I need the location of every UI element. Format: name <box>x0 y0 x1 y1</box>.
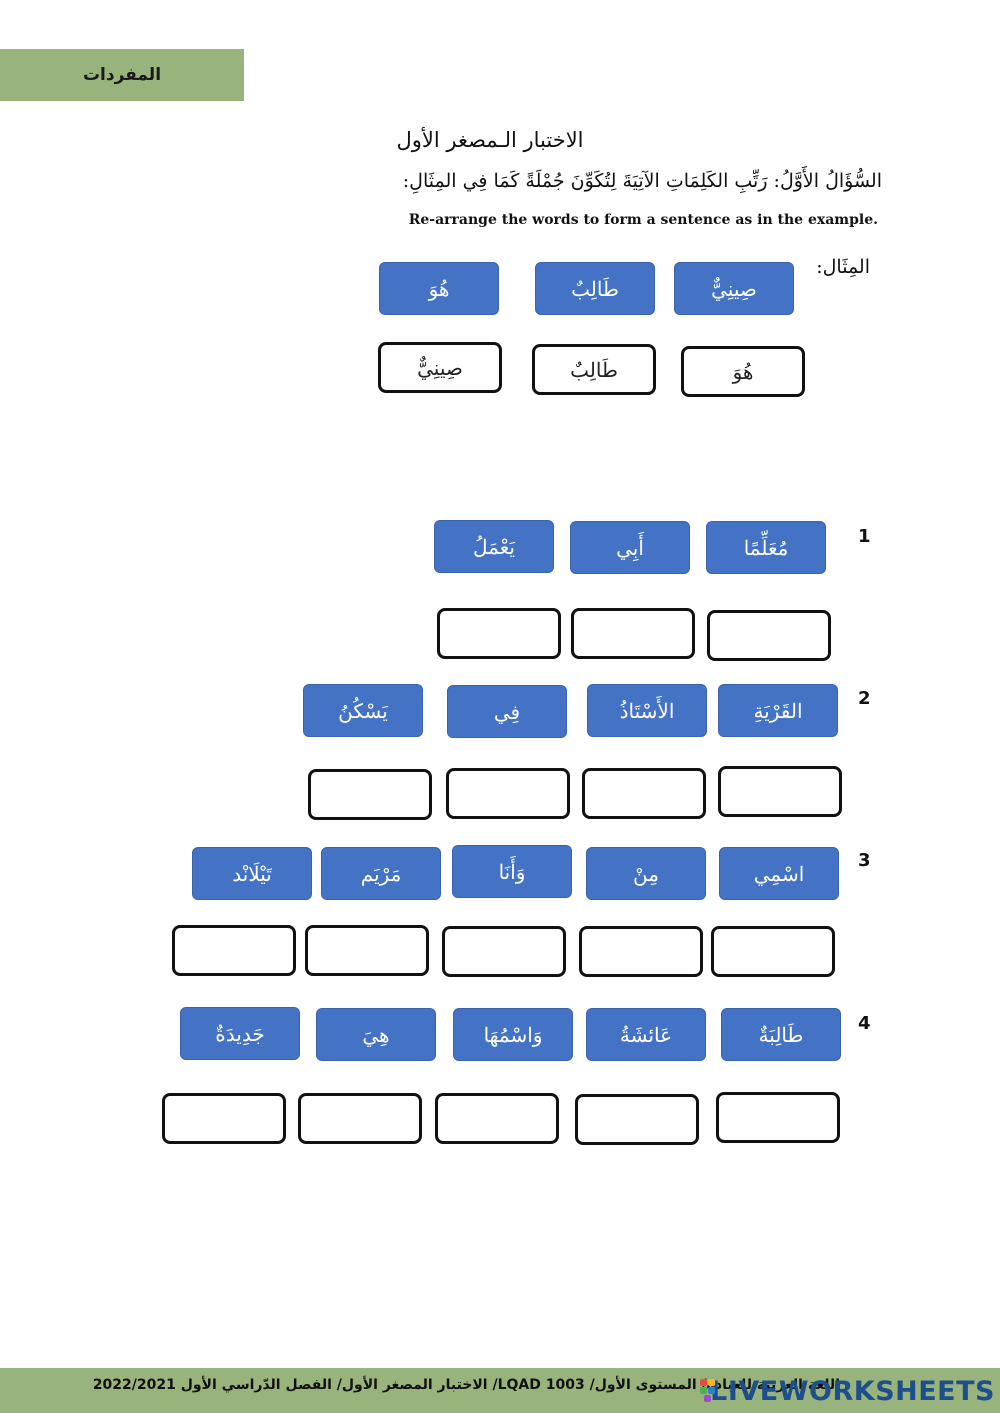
brand-mark[interactable]: LIVEWORKSHEETS <box>700 1372 995 1410</box>
word-tile[interactable]: القَرْيَةِ <box>718 684 838 737</box>
word-tile[interactable]: الأَسْتَاذُ <box>587 684 707 737</box>
word-tile[interactable]: فِي <box>447 685 567 738</box>
brand-logo-icon <box>700 1377 715 1405</box>
answer-drop-box[interactable] <box>162 1093 286 1144</box>
example-answer-box: طَالِبٌ <box>532 344 656 395</box>
example-label: المِثَال: <box>816 256 870 278</box>
word-tile[interactable]: يَعْمَلُ <box>434 520 554 573</box>
example-word-tile: هُوَ <box>379 262 499 315</box>
footer-bar <box>0 1368 1000 1413</box>
example-word-tile: طَالِبٌ <box>535 262 655 315</box>
instruction-text: Re-arrange the words to form a sentence … <box>408 212 878 228</box>
word-tile[interactable]: هِيَ <box>316 1008 436 1061</box>
answer-drop-box[interactable] <box>571 608 695 659</box>
answer-drop-box[interactable] <box>305 925 429 976</box>
question-number: 2 <box>858 688 871 709</box>
answer-drop-box[interactable] <box>308 769 432 820</box>
word-tile[interactable]: اسْمِي <box>719 847 839 900</box>
section-tag: المفردات <box>0 49 244 101</box>
brand-name: LIVEWORKSHEETS <box>710 1375 995 1407</box>
question-text: السُّؤَالُ الأَوَّلُ: رَتِّبِ الكَلِمَات… <box>402 170 882 192</box>
word-tile[interactable]: وَاسْمُهَا <box>453 1008 573 1061</box>
answer-drop-box[interactable] <box>575 1094 699 1145</box>
footer-text: اللغة العربية للعبادة/ المستوى الأول/ LQ… <box>92 1377 840 1393</box>
word-tile[interactable]: أَبِي <box>570 521 690 574</box>
answer-drop-box[interactable] <box>711 926 835 977</box>
word-tile[interactable]: جَدِيدَةٌ <box>180 1007 300 1060</box>
word-tile[interactable]: عَائشَةُ <box>586 1008 706 1061</box>
example-answer-box: صِينِيٌّ <box>378 342 502 393</box>
answer-drop-box[interactable] <box>707 610 831 661</box>
example-word-tile: صِينِيٌّ <box>674 262 794 315</box>
answer-drop-box[interactable] <box>442 926 566 977</box>
answer-drop-box[interactable] <box>579 926 703 977</box>
answer-drop-box[interactable] <box>437 608 561 659</box>
answer-drop-box[interactable] <box>446 768 570 819</box>
answer-drop-box[interactable] <box>298 1093 422 1144</box>
word-tile[interactable]: مَرْيَم <box>321 847 441 900</box>
answer-drop-box[interactable] <box>718 766 842 817</box>
word-tile[interactable]: وَأَنَا <box>452 845 572 898</box>
word-tile[interactable]: يَسْكُنُ <box>303 684 423 737</box>
word-tile[interactable]: تَيْلَانْد <box>192 847 312 900</box>
question-number: 3 <box>858 850 871 871</box>
question-number: 1 <box>858 526 871 547</box>
word-tile[interactable]: طَالِبَةٌ <box>721 1008 841 1061</box>
word-tile[interactable]: مُعَلِّمًا <box>706 521 826 574</box>
question-number: 4 <box>858 1013 871 1034</box>
answer-drop-box[interactable] <box>435 1093 559 1144</box>
answer-drop-box[interactable] <box>582 768 706 819</box>
word-tile[interactable]: مِنْ <box>586 847 706 900</box>
answer-drop-box[interactable] <box>172 925 296 976</box>
answer-drop-box[interactable] <box>716 1092 840 1143</box>
example-answer-box: هُوَ <box>681 346 805 397</box>
quiz-title: الاختبار الـمصغر الأول <box>396 128 584 152</box>
